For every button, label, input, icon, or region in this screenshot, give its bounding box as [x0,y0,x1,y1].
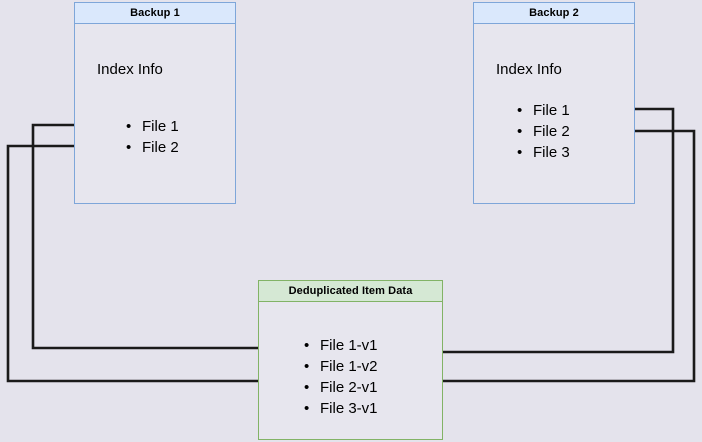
backup-1-body: Index Info File 1 File 2 [74,24,236,204]
list-item: File 1-v1 [304,335,378,356]
list-item: File 1-v2 [304,356,378,377]
backup-2-body: Index Info File 1 File 2 File 3 [473,24,635,204]
deduplicated-item-data-body: File 1-v1 File 1-v2 File 2-v1 File 3-v1 [258,302,443,440]
backup-2-box[interactable]: Backup 2 Index Info File 1 File 2 File 3 [473,2,635,204]
list-item: File 2-v1 [304,377,378,398]
backup-1-box[interactable]: Backup 1 Index Info File 1 File 2 [74,2,236,204]
list-item: File 2 [517,121,570,142]
list-item: File 2 [126,137,179,158]
list-item: File 1 [517,100,570,121]
deduplicated-item-data-box[interactable]: Deduplicated Item Data File 1-v1 File 1-… [258,280,443,440]
backup-1-file-list: File 1 File 2 [126,116,179,158]
backup-1-index-label: Index Info [97,61,163,78]
list-item: File 1 [126,116,179,137]
backup-1-header: Backup 1 [74,2,236,24]
deduplicated-item-data-header: Deduplicated Item Data [258,280,443,302]
backup-2-header: Backup 2 [473,2,635,24]
list-item: File 3-v1 [304,398,378,419]
backup-2-file-list: File 1 File 2 File 3 [517,100,570,163]
list-item: File 3 [517,142,570,163]
deduplicated-file-list: File 1-v1 File 1-v2 File 2-v1 File 3-v1 [304,335,378,419]
backup-2-index-label: Index Info [496,61,562,78]
